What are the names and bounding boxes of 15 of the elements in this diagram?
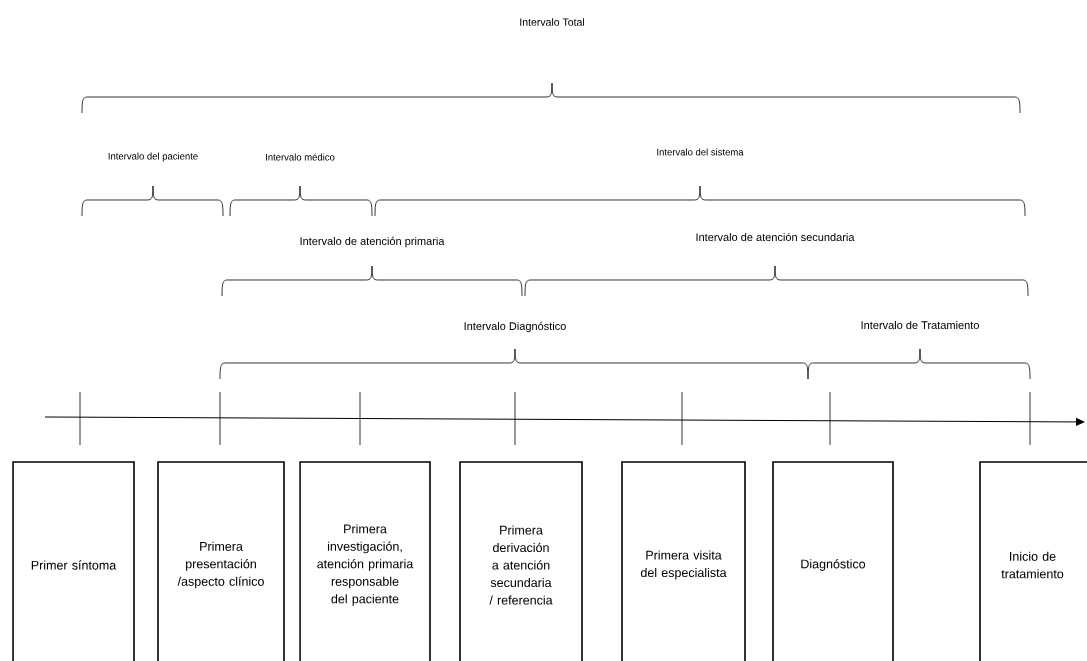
event-box: Primera investigación, atención primaria responsable del paciente <box>299 461 431 661</box>
event-box: Diagnóstico <box>772 461 894 661</box>
event-box: Inicio de tratamiento <box>979 461 1087 661</box>
brace-label: Intervalo de Tratamiento <box>861 320 979 330</box>
brace-label: Intervalo del sistema <box>657 148 744 156</box>
brace-label: Intervalo de atención secundaria <box>696 232 855 242</box>
event-box: Primera presentación /aspecto clínico <box>157 461 285 661</box>
event-box: Primer síntoma <box>12 461 135 661</box>
event-box: Primera derivación a atención secundaria / referencia <box>459 461 583 661</box>
brace-label: Intervalo de atención primaria <box>300 236 445 248</box>
brace-label: Intervalo Diagnóstico <box>464 321 566 333</box>
brace-label: Intervalo médico <box>266 153 335 161</box>
event-box: Primera visita del especialista <box>621 461 746 661</box>
brace-label: Intervalo Total <box>520 18 584 26</box>
brace-label: Intervalo del paciente <box>108 152 198 162</box>
